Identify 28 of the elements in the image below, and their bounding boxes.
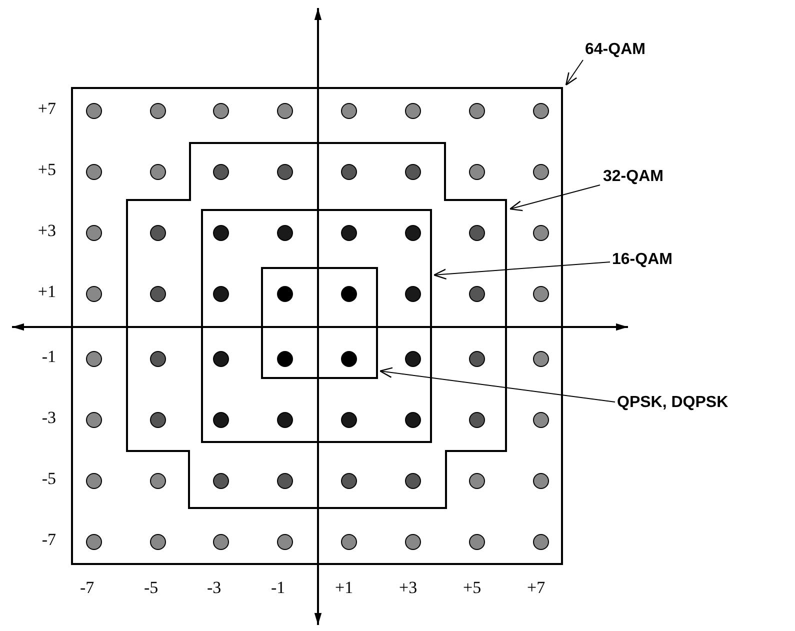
axis-tick-label: -7 [42,530,56,550]
axis-tick-label: -1 [42,347,56,367]
axis-tick-label: +5 [463,578,482,598]
axis-tick-label: -7 [80,578,94,598]
leader-arrow [379,367,616,402]
axis-tick-label: +7 [38,99,56,119]
constellation-label: QPSK, DQPSK [617,393,728,413]
constellation-boundary [71,87,563,565]
constellation-label: 16-QAM [612,250,672,270]
axis-tick-label: +7 [527,578,546,598]
leader-arrow [433,262,610,280]
constellation-boundary [201,209,432,443]
axis-tick-label: -5 [42,469,56,489]
axis-tick-label: -1 [271,578,286,598]
axis-tick-label: +1 [335,578,354,598]
leader-arrow [565,60,584,86]
axis-tick-label: -3 [42,408,56,428]
constellation-boundary [261,267,378,379]
axis-tick-label: -3 [207,578,222,598]
axis-tick-label: -5 [144,578,158,598]
axis-tick-label: +5 [38,160,56,180]
axis-tick-label: +3 [38,221,56,241]
constellation-label: 32-QAM [603,167,664,187]
leader-arrow [509,184,600,212]
axis-tick-label: +3 [399,578,418,598]
axis-tick-label: +1 [38,282,56,302]
constellation-boundary [126,142,507,509]
constellation-label: 64-QAM [585,40,646,60]
